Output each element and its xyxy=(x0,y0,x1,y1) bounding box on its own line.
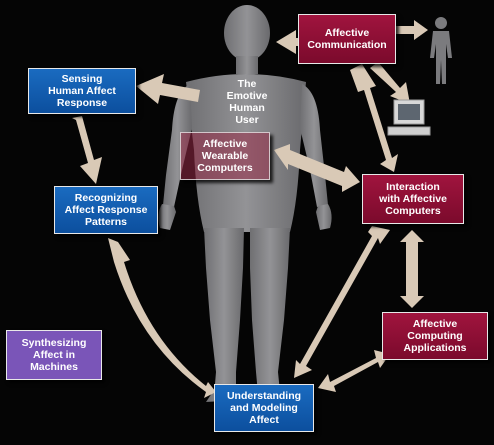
arrow-understanding-applications xyxy=(318,350,390,392)
arrow-to-sensing xyxy=(136,74,200,104)
arrow-sensing-to-recognizing xyxy=(72,116,102,184)
node-applications: Affective Computing Applications xyxy=(382,312,488,360)
arrow-interaction-applications xyxy=(400,230,424,308)
node-synthesizing: Synthesizing Affect in Machines xyxy=(6,330,102,380)
node-recognizing: Recognizing Affect Response Patterns xyxy=(54,186,158,234)
flow-arrows xyxy=(72,20,428,398)
arrow-interaction-understanding xyxy=(294,226,390,378)
arrow-wearable-interaction xyxy=(274,144,360,192)
arrow-communication-to-figure xyxy=(276,30,300,54)
node-wearable: Affective Wearable Computers xyxy=(180,132,270,180)
arrow-recognizing-to-understanding xyxy=(108,238,216,398)
node-sensing: Sensing Human Affect Response xyxy=(28,68,136,114)
figure-label: The Emotive Human User xyxy=(226,78,268,126)
human-silhouette-icon xyxy=(158,5,332,402)
node-understanding: Understanding and Modeling Affect xyxy=(214,384,314,432)
arrow-communication-interaction xyxy=(350,64,398,172)
arrow-communication-to-person xyxy=(396,20,428,40)
small-person-icon xyxy=(430,17,452,84)
node-communication: Affective Communication xyxy=(298,14,396,64)
computer-icon xyxy=(387,99,431,136)
arrow-communication-to-computer xyxy=(370,62,410,104)
node-interaction: Interaction with Affective Computers xyxy=(362,174,464,224)
